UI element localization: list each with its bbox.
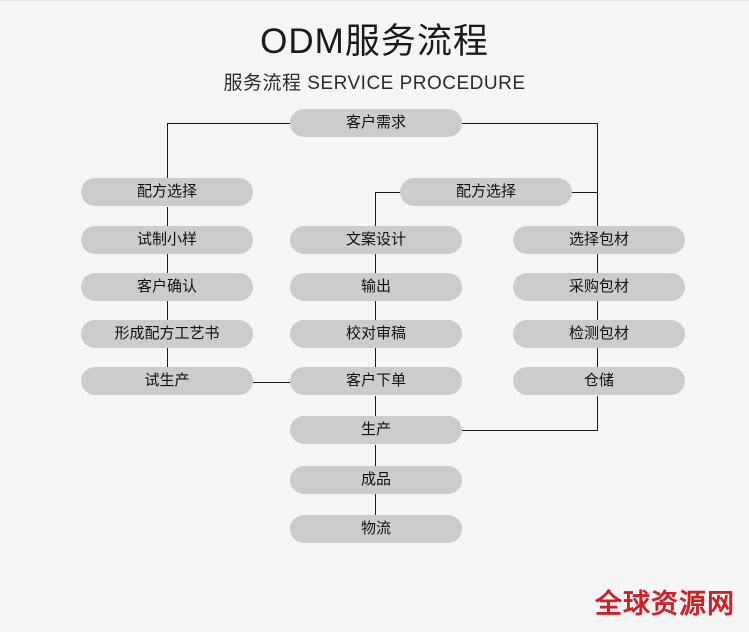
connector-root-to-right (462, 123, 598, 124)
connector-right-3-4 (597, 348, 598, 367)
connector-center-4-5 (375, 396, 376, 416)
node-center-production[interactable]: 生产 (290, 416, 462, 444)
connector-left-1-2 (167, 207, 168, 226)
page-subtitle: 服务流程 SERVICE PROCEDURE (223, 73, 526, 94)
connector-left-branch-vertical (167, 123, 168, 179)
node-left-trial-sample[interactable]: 试制小样 (81, 226, 253, 254)
connector-right-1-2 (597, 254, 598, 273)
node-center-copywriting-design[interactable]: 文案设计 (290, 226, 462, 254)
node-center-customer-order[interactable]: 客户下单 (290, 367, 462, 395)
node-center-output[interactable]: 输出 (290, 273, 462, 301)
connector-trial-to-order (253, 382, 291, 383)
connector-left-3-4 (167, 301, 168, 320)
connector-right-branch-vertical (597, 123, 598, 226)
connector-left-4-5 (167, 348, 168, 367)
connector-left-2-3 (167, 254, 168, 273)
connector-right-2-3 (597, 301, 598, 320)
connector-center-3-4 (375, 348, 376, 367)
node-formula-selection-branch[interactable]: 配方选择 (400, 178, 572, 206)
connector-branch-to-right-column (572, 192, 598, 193)
connector-branch-left-stub (375, 192, 400, 193)
connector-root-to-left (167, 123, 291, 124)
node-center-logistics[interactable]: 物流 (290, 515, 462, 543)
node-left-trial-production[interactable]: 试生产 (81, 367, 253, 395)
connector-center-6-7 (375, 494, 376, 515)
node-customer-requirement[interactable]: 客户需求 (290, 109, 462, 137)
node-right-warehousing[interactable]: 仓储 (513, 367, 685, 395)
connector-branch-to-center-column (375, 192, 376, 226)
node-right-select-packaging[interactable]: 选择包材 (513, 226, 685, 254)
node-right-inspect-packaging[interactable]: 检测包材 (513, 320, 685, 348)
connector-center-1-2 (375, 254, 376, 273)
node-right-purchase-packaging[interactable]: 采购包材 (513, 273, 685, 301)
node-center-proofreading[interactable]: 校对审稿 (290, 320, 462, 348)
connector-warehouse-vertical (597, 396, 598, 431)
watermark-logo: 全球资源网 (595, 589, 735, 619)
connector-center-2-3 (375, 301, 376, 320)
node-center-finished-product[interactable]: 成品 (290, 466, 462, 494)
page-title: ODM服务流程 (260, 22, 489, 61)
connector-warehouse-to-production (462, 430, 598, 431)
node-left-formula-selection[interactable]: 配方选择 (81, 178, 253, 206)
connector-center-5-6 (375, 445, 376, 466)
node-left-customer-confirmation[interactable]: 客户确认 (81, 273, 253, 301)
node-left-formula-process-document[interactable]: 形成配方工艺书 (81, 320, 253, 348)
